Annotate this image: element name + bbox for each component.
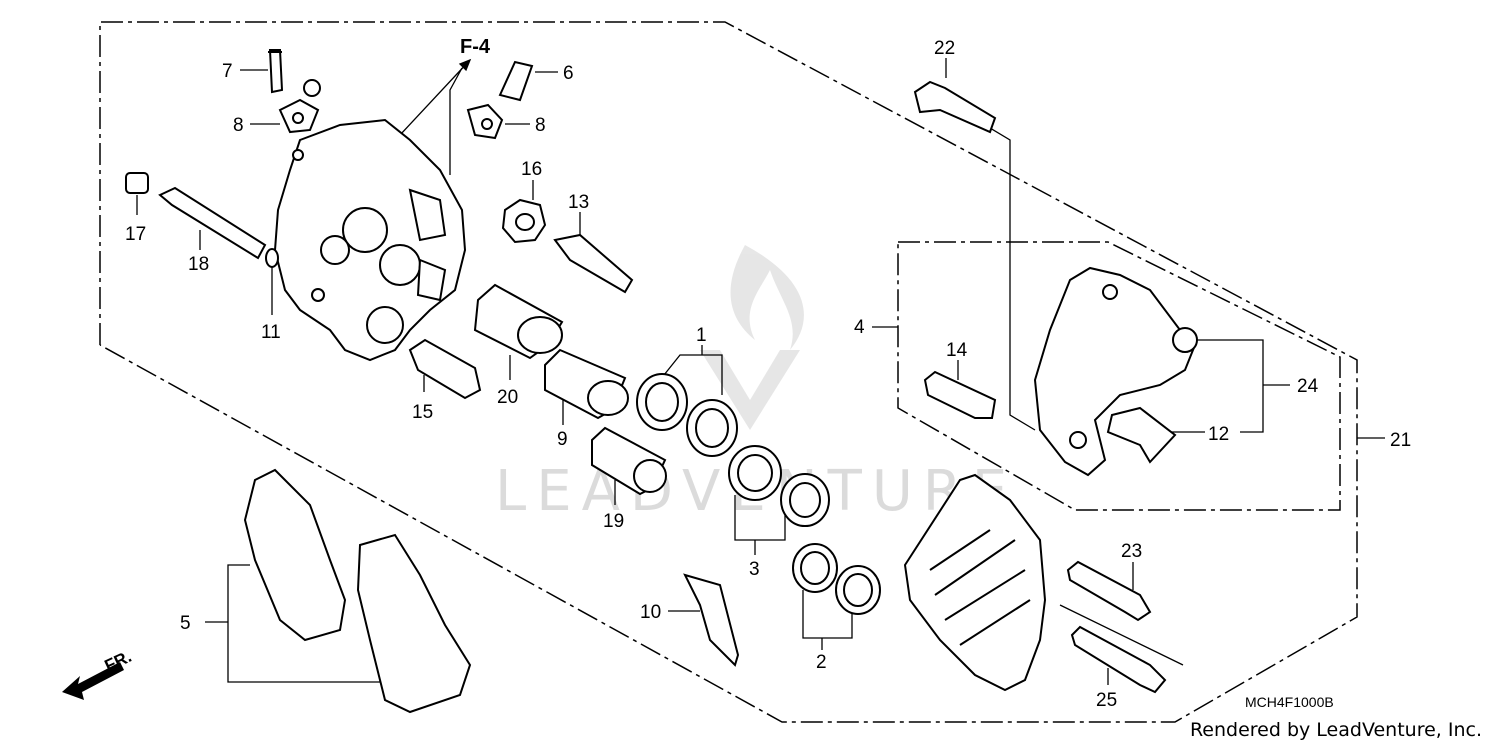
callout-7: 7 [222,61,233,82]
group-label: F-4 [460,36,491,58]
slide-pin-14 [923,370,997,419]
callout-2: 2 [816,652,827,673]
callout-6: 6 [563,63,574,84]
callout-3: 3 [749,559,760,580]
pad-spring-10 [683,573,740,667]
bolt-25 [1070,625,1167,694]
brake-pads-5 [243,468,472,714]
diagram-code: MCH4F1000B [1245,694,1334,710]
pad-pin-18 [158,186,267,260]
washer-11 [265,248,279,268]
callout-16: 16 [521,159,542,180]
bolt-22 [913,80,997,134]
callout-19: 19 [603,511,624,532]
callout-24: 24 [1297,376,1319,397]
callout-20: 20 [497,387,518,408]
leader-lines [136,58,1385,685]
bleeder-cap-8a [278,79,321,134]
nut-16 [501,198,547,244]
callout-10: 10 [640,602,661,623]
callout-25: 25 [1096,690,1117,711]
bleeder-screw-6 [498,60,534,102]
seal-set-2 [792,543,881,615]
bleeder-screw-7 [268,49,284,94]
front-direction-arrow: FR. [62,647,135,700]
callout-12: 12 [1208,424,1229,445]
part-15 [408,338,482,400]
pin-plug-17 [125,172,149,194]
callout-17: 17 [125,224,146,245]
caliper-body [273,118,467,362]
callout-18: 18 [188,254,209,275]
seal-set-1 [636,373,738,457]
piston-9 [544,348,629,420]
bleeder-cap-8b [466,103,504,140]
caliper-bracket-4 [1033,266,1198,477]
callout-labels: 1 2 3 4 5 6 7 8 8 9 10 11 12 13 14 15 16… [125,38,1411,711]
piston-20 [473,283,564,360]
credit-text: Rendered by LeadVenture, Inc. [1189,719,1482,741]
bolt-13 [553,233,634,294]
callout-8a: 8 [233,115,244,136]
callout-4: 4 [854,317,865,338]
piston-19 [591,426,667,496]
callout-11: 11 [261,322,281,343]
callout-9: 9 [557,429,568,450]
bolt-23 [1066,560,1152,622]
callout-15: 15 [412,402,433,423]
callout-13: 13 [568,192,589,213]
callout-8b: 8 [535,115,546,136]
callout-21: 21 [1390,430,1411,451]
callout-5: 5 [180,613,191,634]
retainer-12 [1106,406,1177,464]
callout-22: 22 [934,38,955,59]
assembly-outline [99,21,1358,723]
caliper-cover [903,473,1047,692]
callout-23: 23 [1121,541,1142,562]
seal-set-3 [728,445,830,527]
callout-1: 1 [696,325,707,346]
callout-14: 14 [946,340,968,361]
